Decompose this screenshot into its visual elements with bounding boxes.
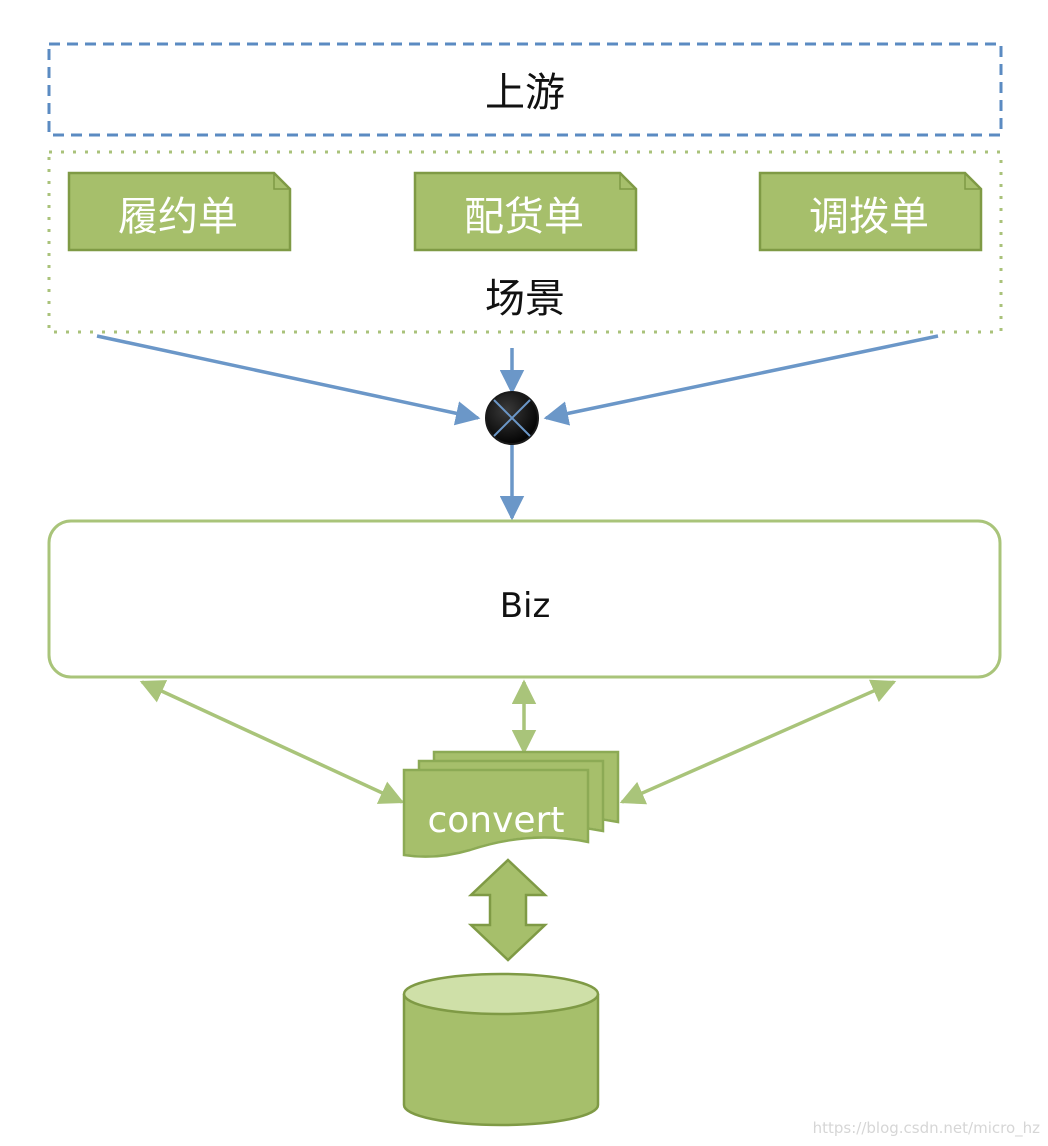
database-cylinder-icon bbox=[402, 972, 600, 1127]
upstream-box: 上游 bbox=[47, 42, 1003, 137]
arrow-biz-convert-left bbox=[139, 680, 405, 804]
converge-arrows bbox=[96, 334, 939, 521]
watermark-text: https://blog.csdn.net/micro_hz bbox=[813, 1119, 1040, 1138]
convert-label: convert bbox=[427, 800, 564, 841]
arrow-biz-convert-right bbox=[619, 679, 897, 805]
scene-label: 场景 bbox=[485, 276, 565, 322]
scene-box: 履约单 配货单 调拨单 场景 bbox=[47, 150, 1003, 334]
upstream-label: 上游 bbox=[485, 70, 565, 116]
scene-card-2: 配货单 bbox=[413, 171, 638, 252]
scene-card-label: 配货单 bbox=[464, 194, 584, 240]
scene-card-label: 履约单 bbox=[118, 194, 238, 240]
biz-convert-arrows bbox=[139, 679, 897, 805]
scene-card-1: 履约单 bbox=[67, 171, 292, 252]
scene-card-label: 调拨单 bbox=[809, 194, 929, 240]
junction-x-icon bbox=[485, 391, 539, 445]
convert-documents: convert bbox=[402, 750, 620, 858]
double-arrow-icon bbox=[467, 858, 549, 962]
biz-box: Biz bbox=[47, 519, 1002, 679]
scene-card-3: 调拨单 bbox=[758, 171, 983, 252]
biz-label: Biz bbox=[500, 586, 551, 626]
arrow-left-to-junction bbox=[96, 334, 481, 426]
arrow-right-to-junction bbox=[543, 334, 939, 426]
